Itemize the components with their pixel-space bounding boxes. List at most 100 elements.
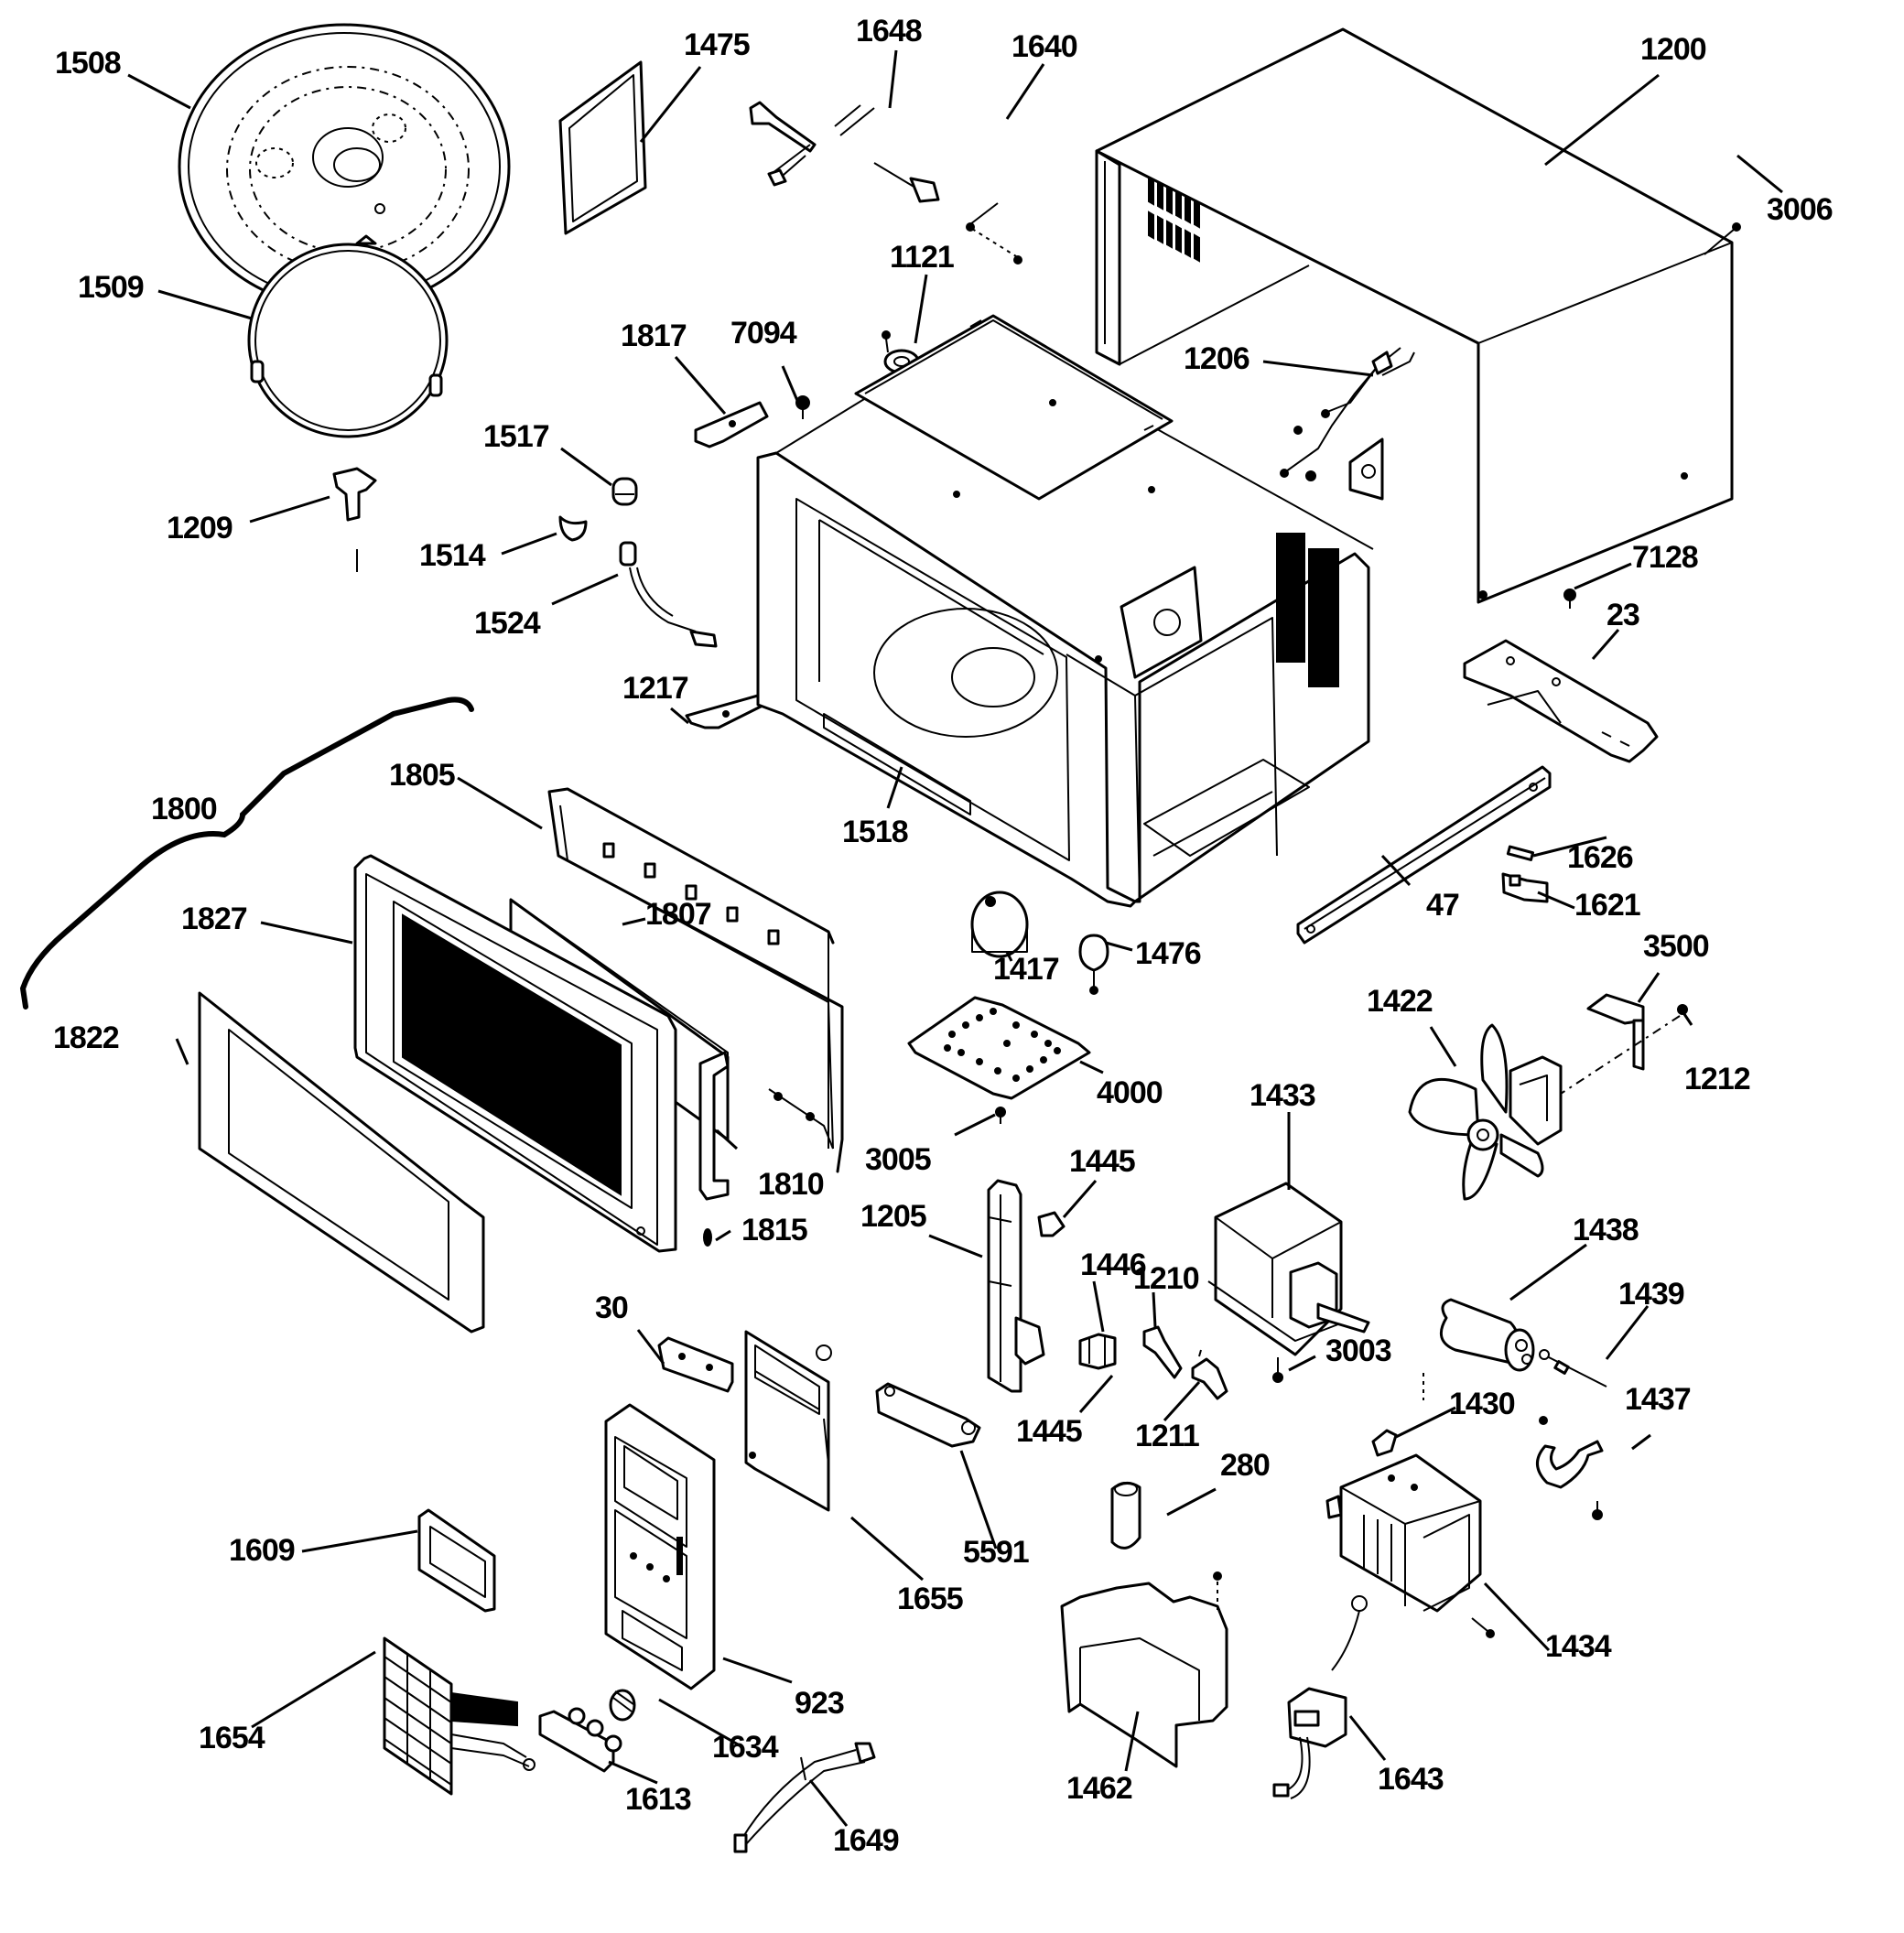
label-1609: 1609 xyxy=(229,1533,295,1568)
part-3003-screw xyxy=(1272,1357,1283,1383)
label-1514: 1514 xyxy=(419,538,486,573)
label-5591: 5591 xyxy=(963,1535,1029,1570)
part-1514-clip xyxy=(558,515,588,542)
part-1438-capacitor xyxy=(1439,1298,1535,1372)
label-1810: 1810 xyxy=(758,1167,824,1202)
part-3005-screw xyxy=(995,1107,1006,1124)
label-30: 30 xyxy=(595,1290,628,1325)
part-1822-door-glass xyxy=(198,991,485,1334)
label-7128: 7128 xyxy=(1632,540,1698,575)
label-280: 280 xyxy=(1220,1448,1270,1483)
label-1648: 1648 xyxy=(856,14,922,49)
part-3500-bracket xyxy=(1586,993,1645,1071)
part-1800-choke-wire xyxy=(19,697,474,1010)
part-1524-lamp-socket xyxy=(619,541,718,648)
label-1508: 1508 xyxy=(55,46,121,81)
part-1621-thermostat-bracket xyxy=(1501,872,1549,903)
label-4000: 4000 xyxy=(1097,1075,1163,1110)
part-1815-spring xyxy=(703,1228,712,1247)
label-1433: 1433 xyxy=(1250,1078,1315,1113)
part-1437-capacitor-clamp xyxy=(1536,1416,1604,1520)
label-23: 23 xyxy=(1606,598,1639,632)
plate-holes xyxy=(944,1008,1061,1082)
part-1518-cavity xyxy=(756,314,1374,908)
part-1654-keypad xyxy=(383,1636,536,1796)
part-280-fuse xyxy=(1110,1482,1141,1550)
label-1649: 1649 xyxy=(833,1823,899,1858)
part-1210-lever xyxy=(1142,1325,1183,1379)
part-1626-thermostat xyxy=(1506,845,1535,861)
label-47: 47 xyxy=(1426,888,1459,923)
part-4000-base-plate xyxy=(907,996,1091,1100)
label-1200: 1200 xyxy=(1640,32,1706,67)
label-1815: 1815 xyxy=(741,1213,807,1247)
part-1517-lamp xyxy=(611,477,638,506)
part-7128-screw xyxy=(1563,589,1576,609)
part-1217-hinge-bracket xyxy=(685,694,766,729)
label-3006: 3006 xyxy=(1767,192,1833,227)
part-23-base-bracket xyxy=(1463,639,1659,763)
part-1609-window xyxy=(417,1508,496,1613)
part-1434-magnetron xyxy=(1325,1453,1495,1638)
part-7094-screw xyxy=(795,395,810,419)
label-1210: 1210 xyxy=(1133,1261,1199,1296)
label-1475: 1475 xyxy=(684,27,750,62)
label-1439: 1439 xyxy=(1618,1277,1684,1312)
part-1422-fan-assembly xyxy=(1408,1023,1563,1201)
label-1640: 1640 xyxy=(1012,29,1077,64)
label-1509: 1509 xyxy=(78,270,144,305)
part-1475-waveguide-cover xyxy=(558,60,647,235)
label-1476: 1476 xyxy=(1135,936,1201,971)
label-3500: 3500 xyxy=(1643,929,1709,964)
label-1211: 1211 xyxy=(1135,1419,1199,1453)
part-1433-transformer xyxy=(1207,1182,1370,1356)
part-1827-door-panel xyxy=(353,854,677,1253)
part-1205-latch-board xyxy=(987,1179,1045,1393)
part-1648-wire-harness xyxy=(749,101,940,203)
label-1462: 1462 xyxy=(1066,1771,1132,1806)
part-1212-screw xyxy=(1560,1004,1688,1095)
label-1417: 1417 xyxy=(993,952,1059,987)
label-1807: 1807 xyxy=(645,897,711,932)
part-1439-diode xyxy=(1539,1349,1607,1388)
part-1810-latch xyxy=(698,1051,730,1201)
part-1649-harness xyxy=(733,1742,876,1853)
label-1121: 1121 xyxy=(890,240,954,275)
label-1518: 1518 xyxy=(842,815,908,849)
label-1445-lower: 1445 xyxy=(1016,1414,1082,1449)
label-1827: 1827 xyxy=(181,902,247,936)
label-1205: 1205 xyxy=(860,1199,926,1234)
label-3003: 3003 xyxy=(1325,1334,1391,1368)
part-1509-roller-ring xyxy=(247,234,449,438)
label-1800: 1800 xyxy=(151,792,217,826)
leader-lines xyxy=(127,49,1783,1827)
label-1430: 1430 xyxy=(1449,1387,1515,1421)
part-1200-outer-case xyxy=(1095,27,1734,604)
part-1445-switch-upper xyxy=(1037,1211,1066,1237)
label-1422: 1422 xyxy=(1367,984,1433,1019)
part-1211-lever xyxy=(1191,1349,1228,1400)
label-1805: 1805 xyxy=(389,758,455,793)
label-1437: 1437 xyxy=(1625,1382,1691,1417)
part-1430-fuse-holder xyxy=(1371,1373,1424,1457)
label-1817: 1817 xyxy=(621,319,687,353)
label-1655: 1655 xyxy=(897,1582,963,1616)
part-1805-door-frame xyxy=(547,787,844,1173)
part-1817-bracket xyxy=(694,401,769,448)
label-1524: 1524 xyxy=(474,606,541,641)
label-1446: 1446 xyxy=(1080,1247,1146,1282)
label-3005: 3005 xyxy=(865,1142,931,1177)
label-1217: 1217 xyxy=(622,671,688,706)
vent-slots xyxy=(1148,177,1200,263)
part-1634-knob xyxy=(609,1689,636,1722)
part-3006-screw xyxy=(1704,222,1741,255)
label-1643: 1643 xyxy=(1378,1762,1444,1797)
part-labels: 1508 1475 1648 1640 1200 3006 1509 1121 … xyxy=(53,14,1834,1858)
part-1643-noise-filter xyxy=(1272,1595,1368,1799)
part-923-control-panel xyxy=(604,1403,716,1690)
part-1640-screw xyxy=(966,202,1022,265)
label-1445-upper: 1445 xyxy=(1069,1144,1135,1179)
label-7094: 7094 xyxy=(730,316,797,351)
part-1476-motor-part xyxy=(1078,934,1109,995)
label-1209: 1209 xyxy=(167,511,233,545)
